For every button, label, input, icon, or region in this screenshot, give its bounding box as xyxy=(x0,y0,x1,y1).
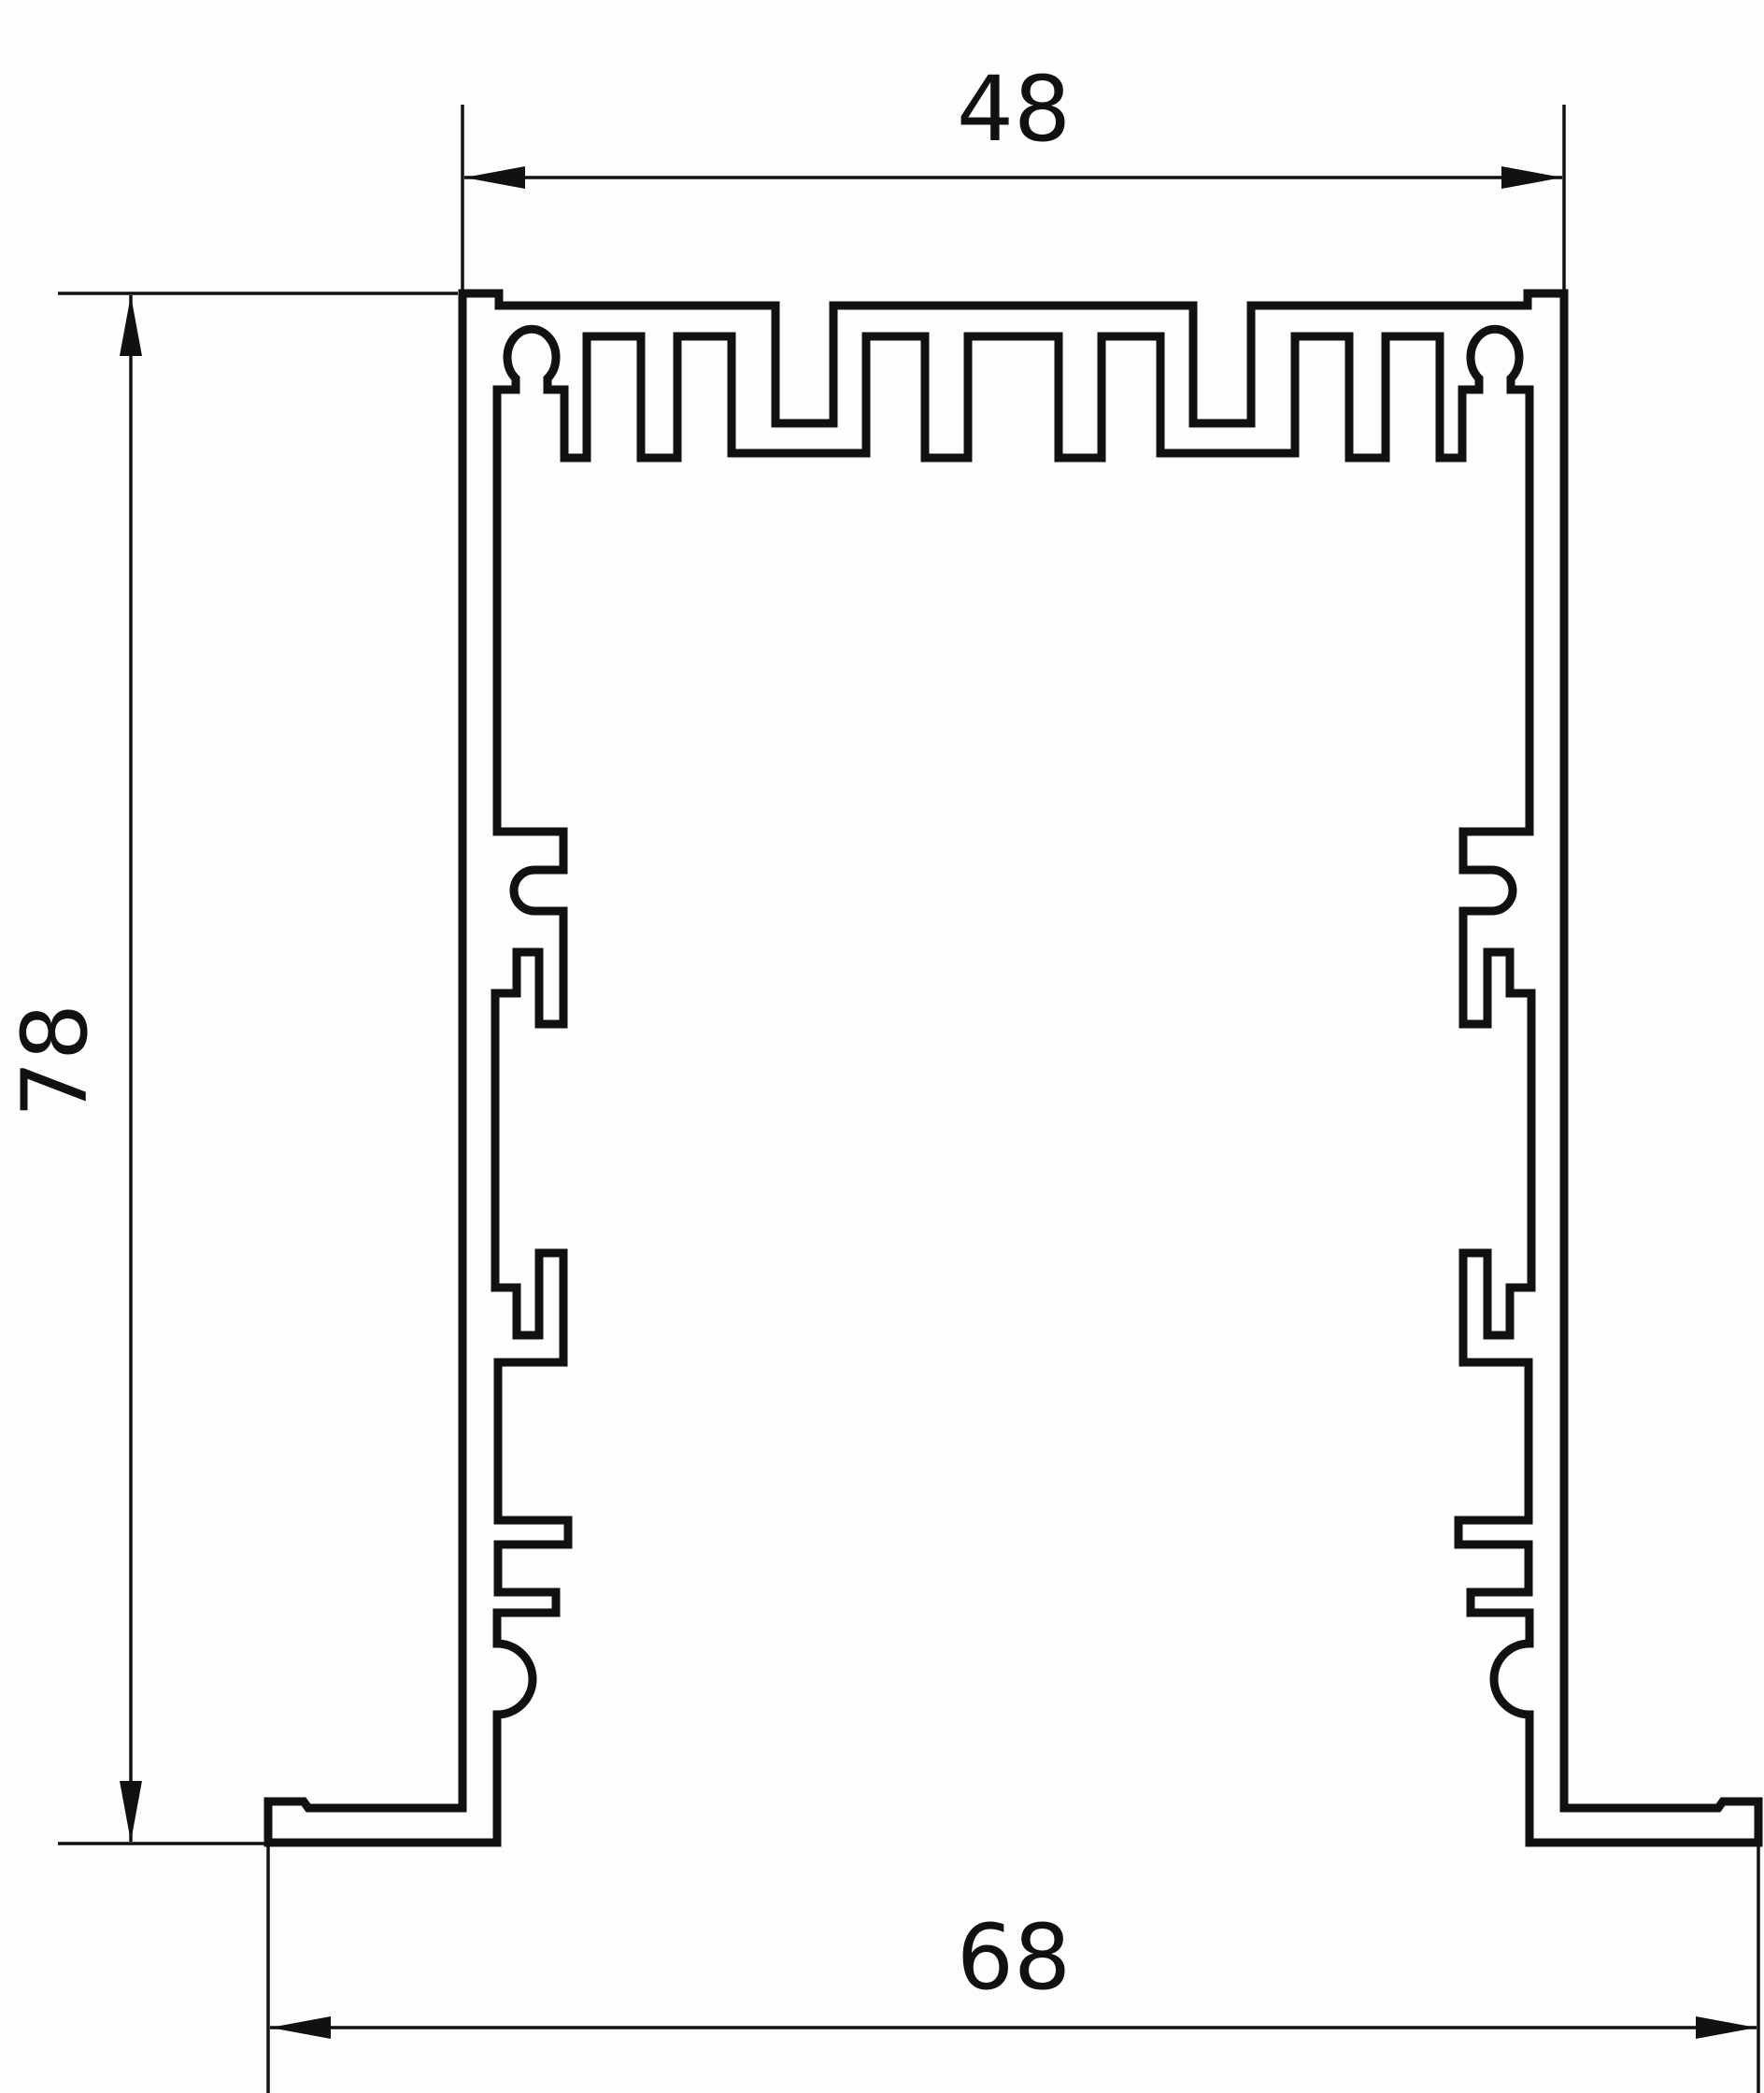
height-dimension: 78 xyxy=(3,292,458,1845)
arrow-left-icon xyxy=(270,2016,331,2039)
top-width-label: 48 xyxy=(957,57,1071,162)
arrow-down-icon xyxy=(120,1781,142,1842)
bottom-width-dimension: 68 xyxy=(266,1846,1760,2093)
arrow-up-icon xyxy=(120,295,142,356)
bottom-width-label: 68 xyxy=(957,1905,1071,2010)
arrow-right-icon xyxy=(1696,2016,1757,2039)
height-label: 78 xyxy=(3,1004,107,1118)
arrow-right-icon xyxy=(1501,166,1562,189)
profile-outline-left xyxy=(268,293,1014,1843)
profile-outline-right xyxy=(1014,293,1759,1843)
arrow-left-icon xyxy=(464,166,525,189)
top-width-dimension: 48 xyxy=(461,57,1566,292)
